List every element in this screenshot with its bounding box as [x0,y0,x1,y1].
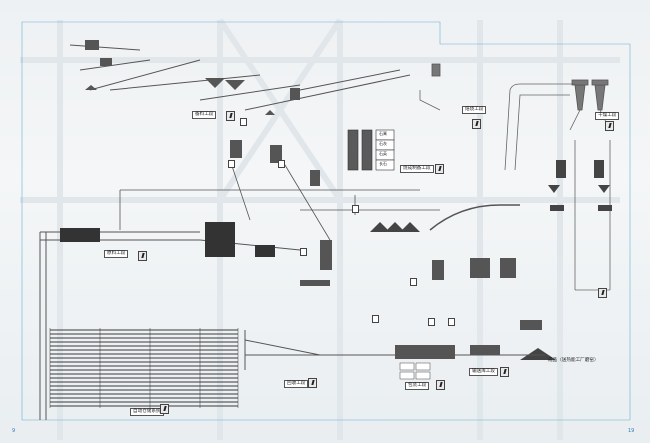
page-number-right: 19 [628,428,635,434]
silo-label-4: 长石 [379,161,387,166]
marker-icon [228,160,235,168]
marker-icon [410,278,417,286]
stage-label-coarse-preheat: 原料工段 [104,250,129,258]
station-badge-icon [500,367,509,377]
conveyor-rack [49,328,239,408]
station-badge-icon [598,288,607,298]
station-badge-icon [472,119,481,129]
stage-label-packing: 包装工段 [405,382,430,390]
station-badge-icon [308,378,317,388]
marker-icon [448,318,455,326]
stage-label-drying: 干燥工段 [595,112,620,120]
marker-icon [278,160,285,168]
stage-label-reclaim: 回收工段 [284,380,309,388]
station-badge-icon [138,251,147,261]
marker-icon [300,248,307,256]
silo-label-1: 石膏 [379,131,387,136]
finished-product-label: 成品（送热能工厂磨窑） [548,358,599,363]
page-number-left: 9 [12,428,16,434]
silo-label-2: 石灰 [379,141,387,146]
station-badge-icon [436,380,445,390]
station-badge-icon [226,111,235,121]
marker-icon [240,118,247,126]
stage-label-calcination: 焙烧工段 [462,106,487,114]
diagram-frame [21,21,631,421]
marker-icon [428,318,435,326]
stage-label-conveying: 输送库工段 [469,368,498,376]
stage-label-auto-storage: 自动仓储系统 [130,408,164,416]
station-badge-icon [435,164,444,174]
stage-label-firing: 烧成制备工段 [400,165,434,173]
silo-label-3: 石英 [379,151,387,156]
station-badge-icon [160,404,169,414]
station-badge-icon [605,121,614,131]
marker-icon [372,315,379,323]
stage-label-raw-material: 备料工段 [192,111,217,119]
marker-icon [352,205,359,213]
